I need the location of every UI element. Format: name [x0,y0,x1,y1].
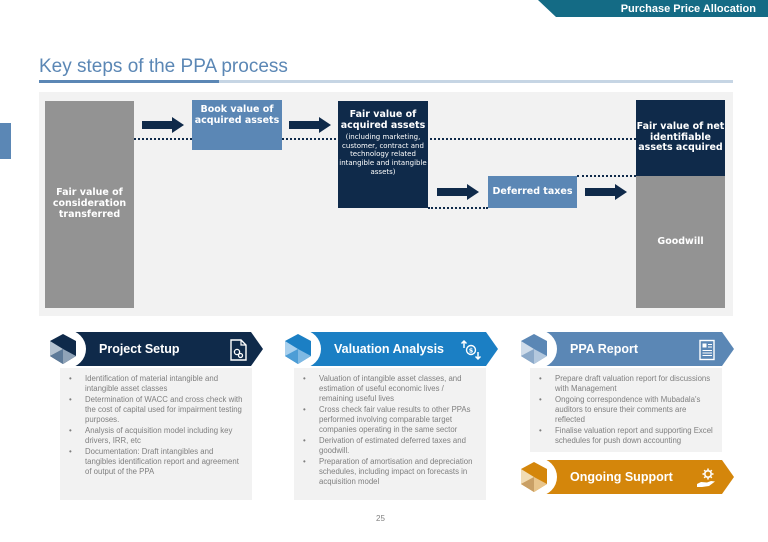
svg-text:$: $ [469,347,474,355]
book-value-label: Book value of acquired assets [194,104,280,126]
bullet-item: Cross check fair value results to other … [302,405,478,435]
project-setup-bullets: Identification of material intangible an… [68,374,244,477]
hexagon-cube-icon [519,332,557,366]
fair-value-acquired-label: Fair value of acquired assets [340,109,426,131]
bullet-item: Preparation of amortisation and deprecia… [302,457,478,487]
bullet-item: Finalise valuation report and supporting… [538,426,714,446]
valuation-analysis-panel: Valuation of intangible asset classes, a… [294,368,486,500]
hexagon-cube-icon [519,460,557,494]
bullet-item: Analysis of acquisition model including … [68,426,244,446]
dotted-line-deferred-bottom [428,207,488,209]
stage-title: PPA Report [570,342,639,356]
arrow-right-icon [437,184,479,200]
ppa-report-panel: Prepare draft valuation report for discu… [530,368,722,452]
stage-header: Ongoing Support [538,460,734,494]
bullet-item: Documentation: Draft intangibles and tan… [68,447,244,477]
section-banner-label: Purchase Price Allocation [620,2,756,15]
hexagon-cube-icon [48,332,86,366]
arrow-right-icon [585,184,627,200]
stage-header: PPA Report [538,332,734,366]
hand-gear-icon [697,468,715,487]
stage-ongoing-support: Ongoing Support [518,460,734,494]
section-banner: Purchase Price Allocation [538,0,768,17]
project-setup-panel: Identification of material intangible an… [60,368,252,500]
deferred-taxes-label: Deferred taxes [492,185,573,197]
goodwill-label: Goodwill [657,235,704,247]
stage-project-setup: Project Setup [47,332,263,366]
document-gears-icon [230,339,247,361]
stage-title: Project Setup [99,342,180,356]
page-title: Key steps of the PPA process [39,56,288,77]
fair-value-acquired-note: (including marketing, customer, contract… [339,132,427,176]
bullet-item: Ongoing correspondence with Mubadala's a… [538,395,714,425]
stage-header: Valuation Analysis [302,332,498,366]
bullet-item: Determination of WACC and cross check wi… [68,395,244,425]
stage-title: Valuation Analysis [334,342,444,356]
bullet-item: Valuation of intangible asset classes, a… [302,374,478,404]
report-icon [699,339,715,361]
book-value-box: Book value of acquired assets [192,100,282,150]
title-underline-accent [39,80,219,83]
arrow-right-icon [142,117,184,133]
stage-valuation-analysis: Valuation Analysis $ [282,332,498,366]
page-number: 25 [376,514,385,523]
dotted-line-deferred-top [577,175,636,177]
stage-title: Ongoing Support [570,470,673,484]
bullet-item: Prepare draft valuation report for discu… [538,374,714,394]
consideration-transferred-box: Fair value of consideration transferred [45,101,134,308]
bullet-item: Identification of material intangible an… [68,374,244,394]
consideration-transferred-label: Fair value of consideration transferred [52,187,127,220]
deferred-taxes-box: Deferred taxes [488,176,577,208]
net-identifiable-assets-label: Fair value of net identifiable assets ac… [636,120,725,154]
side-tab-marker [0,123,11,159]
stage-ppa-report: PPA Report [518,332,734,366]
ppa-report-bullets: Prepare draft valuation report for discu… [538,374,714,446]
arrow-right-icon [289,117,331,133]
net-identifiable-assets-box: Fair value of net identifiable assets ac… [636,100,725,176]
valuation-analysis-bullets: Valuation of intangible asset classes, a… [302,374,478,487]
currency-up-down-icon: $ [460,339,482,361]
hexagon-cube-icon [283,332,321,366]
bullet-item: Derivation of estimated deferred taxes a… [302,436,478,456]
title-underline [219,80,733,83]
goodwill-box: Goodwill [636,176,725,308]
fair-value-acquired-box: Fair value of acquired assets (including… [338,101,428,208]
